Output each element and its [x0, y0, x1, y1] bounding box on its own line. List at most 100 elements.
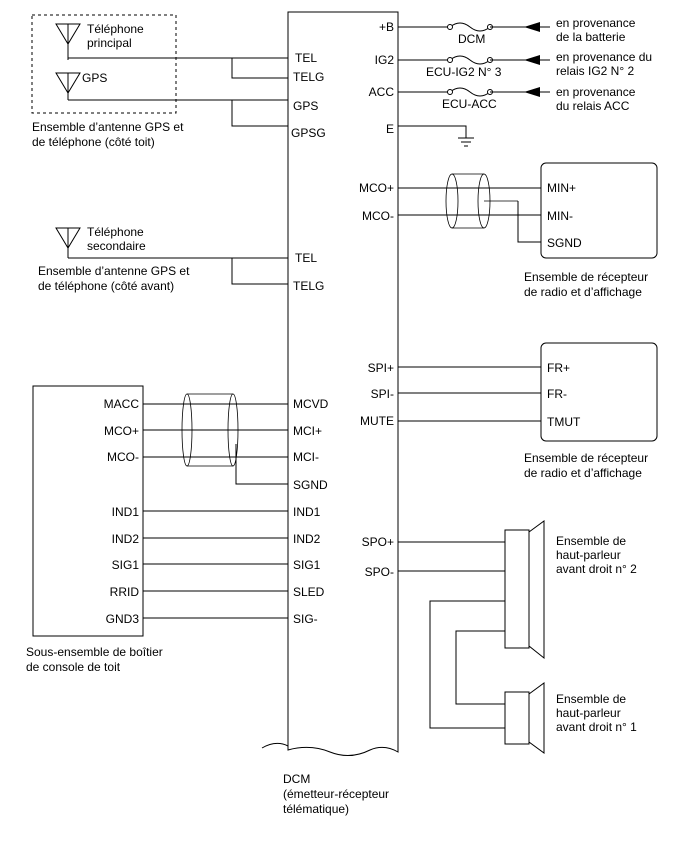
console-caption-1: Sous-ensemble de boîtier: [26, 645, 163, 659]
radio-lower-box: [540, 342, 658, 442]
dcm-module-break-line: [261, 742, 289, 749]
dcm-module-body: [287, 11, 399, 756]
dcm-pin-mco-minus: MCO-: [362, 209, 394, 223]
console-pin-sig1: SIG1: [112, 558, 140, 572]
dcm-pin-tel-front: TEL: [295, 251, 317, 265]
speaker1-caption-2: haut-parleur: [556, 706, 621, 720]
fuse-acc-label: ECU-ACC: [442, 97, 497, 111]
fuse-dcm-label: DCM: [458, 32, 485, 46]
dcm-pin-mci-minus: MCI-: [293, 450, 319, 464]
dcm-pin-gps: GPS: [293, 99, 318, 113]
source-acc-line2: du relais ACC: [556, 99, 630, 113]
dcm-pin-sled: SLED: [293, 585, 325, 599]
dcm-pin-mute: MUTE: [360, 414, 394, 428]
wire-ground-e: [398, 125, 467, 138]
roof-antenna-assembly: Téléphone principal GPS Ensemble d’anten…: [31, 14, 288, 149]
antenna-icon: [55, 72, 81, 100]
speaker2-caption-3: avant droit n° 2: [556, 562, 637, 576]
dcm-pin-mci-plus: MCI+: [293, 424, 322, 438]
speaker-icon: [504, 682, 545, 754]
dcm-pin-ig2: IG2: [375, 53, 395, 67]
front-antenna-assembly: Téléphone secondaire Ensemble d’antenne …: [38, 225, 288, 293]
radio-receiver-upper: MIN+ MIN- SGND Ensemble de récepteur de …: [398, 162, 658, 299]
dcm-pin-ind2: IND2: [293, 532, 321, 546]
shielded-cable-icon: [445, 173, 518, 229]
front-tel-label-1: Téléphone: [87, 225, 144, 239]
speaker2-caption-2: haut-parleur: [556, 548, 621, 562]
roof-tel-label-2: principal: [87, 36, 132, 50]
speaker2-caption-1: Ensemble de: [556, 534, 626, 548]
front-antenna-caption-1: Ensemble d’antenne GPS et: [38, 264, 190, 278]
dcm-pin-ind1: IND1: [293, 505, 321, 519]
radio-receiver-lower: FR+ FR- TMUT Ensemble de récepteur de ra…: [398, 342, 658, 480]
speaker1-caption-3: avant droit n° 1: [556, 720, 637, 734]
source-ig2-line2: relais IG2 N° 2: [556, 64, 634, 78]
fuse-ig2-symbol: [449, 55, 491, 65]
dcm-pin-sig-minus: SIG-: [293, 612, 318, 626]
wire-front-telg: [231, 258, 288, 285]
dcm-pin-mco-plus: MCO+: [359, 181, 394, 195]
fuse-acc-symbol: [449, 87, 491, 97]
dcm-pin-gpsg: GPSG: [291, 126, 326, 140]
source-acc-line1: en provenance: [556, 85, 636, 99]
speaker-icon: [504, 520, 545, 660]
roof-antenna-caption-1: Ensemble d’antenne GPS et: [32, 120, 184, 134]
front-tel-label-2: secondaire: [87, 239, 146, 253]
fuse-ig2-label: ECU-IG2 N° 3: [426, 65, 502, 79]
speaker1-caption-1: Ensemble de: [556, 692, 626, 706]
antenna-icon: [55, 23, 81, 60]
antenna-icon: [55, 227, 81, 258]
dcm-pin-spi-minus: SPI-: [371, 387, 394, 401]
radio-lower-pin-fr-minus: FR-: [547, 387, 567, 401]
roof-console-assembly: MACC MCO+ MCO- IND1 IND2 SIG1 RRID GND3 …: [26, 385, 288, 674]
roof-antenna-dashed-box: [31, 14, 177, 114]
arrow-ig2: [524, 55, 540, 65]
console-pin-mco-plus: MCO+: [104, 424, 139, 438]
console-pin-ind1: IND1: [112, 505, 140, 519]
dcm-pin-telg-front: TELG: [293, 279, 324, 293]
shielded-cable-icon: [181, 393, 239, 467]
arrow-batt: [524, 22, 540, 32]
radio-upper-pin-min-plus: MIN+: [547, 181, 576, 195]
radio-lower-caption-1: Ensemble de récepteur: [524, 451, 648, 465]
roof-tel-label-1: Téléphone: [87, 22, 144, 36]
dcm-subtitle-2: télématique): [283, 802, 349, 816]
roof-antenna-caption-2: de téléphone (côté toit): [32, 135, 155, 149]
console-pin-gnd3: GND3: [106, 612, 140, 626]
dcm-pin-acc: ACC: [369, 85, 395, 99]
dcm-pin-sig1: SIG1: [293, 558, 321, 572]
speaker-assembly-2: Ensemble de haut-parleur avant droit n° …: [504, 520, 637, 660]
radio-upper-pin-sgnd: SGND: [547, 236, 582, 250]
dcm-subtitle-1: (émetteur-récepteur: [283, 787, 389, 801]
roof-gps-label: GPS: [82, 71, 107, 85]
source-ig2-line1: en provenance du: [556, 50, 652, 64]
radio-upper-box: [540, 162, 658, 259]
power-supply-section: DCM en provenance de la batterie ECU-IG2…: [398, 16, 652, 147]
radio-lower-caption-2: de radio et d’affichage: [524, 466, 642, 480]
dcm-pin-sgnd: SGND: [293, 478, 328, 492]
wire-roof-gpsg: [231, 100, 288, 127]
dcm-pin-spi-plus: SPI+: [368, 361, 394, 375]
radio-upper-caption-1: Ensemble de récepteur: [524, 270, 648, 284]
console-pin-mco-minus: MCO-: [107, 450, 139, 464]
arrow-acc: [524, 87, 540, 97]
dcm-pin-mcvd: MCVD: [293, 397, 329, 411]
dcm-pin-tel-roof: TEL: [295, 51, 317, 65]
source-battery-line1: en provenance: [556, 16, 636, 30]
wire-shield-sgnd-upper: [517, 201, 541, 243]
dcm-pin-spo-plus: SPO+: [362, 535, 394, 549]
dcm-pin-b-plus: +B: [379, 20, 394, 34]
speaker-assembly-1: Ensemble de haut-parleur avant droit n° …: [504, 682, 637, 754]
radio-lower-pin-tmut: TMUT: [547, 415, 581, 429]
console-pin-macc: MACC: [104, 397, 140, 411]
wire-speaker2-to-speaker1-a: [429, 600, 505, 729]
wire-roof-telg: [231, 58, 288, 79]
fuse-dcm-symbol: [449, 22, 491, 32]
wire-speaker2-to-speaker1-b: [455, 630, 505, 705]
dcm-pin-telg-roof: TELG: [293, 70, 324, 84]
source-battery-line2: de la batterie: [556, 30, 626, 44]
console-pin-ind2: IND2: [112, 532, 140, 546]
dcm-pin-e: E: [386, 122, 394, 136]
roof-console-box: [32, 385, 144, 637]
